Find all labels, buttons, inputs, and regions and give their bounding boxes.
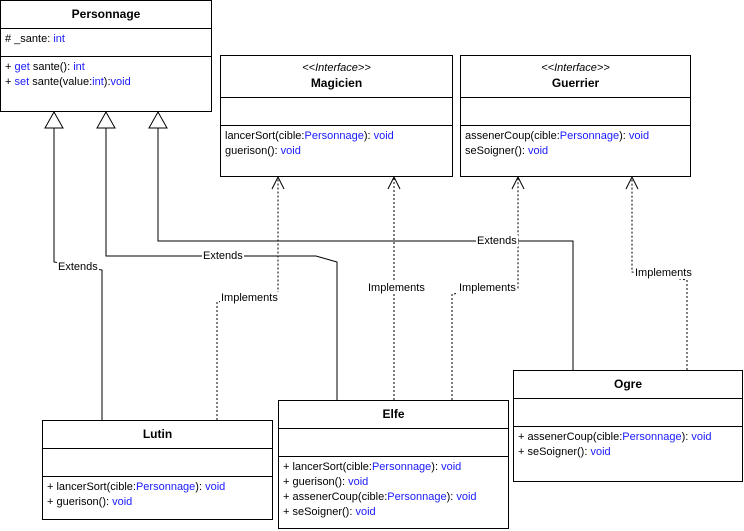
- class-ogre[interactable]: Ogre + assenerCoup(cible:Personnage): vo…: [513, 370, 743, 482]
- class-header: <<Interface>> Magicien: [221, 56, 452, 98]
- class-lutin[interactable]: Lutin + lancerSort(cible:Personnage): vo…: [42, 420, 273, 520]
- class-header: Personnage: [1, 1, 211, 29]
- method-row: + guerison(): void: [47, 496, 133, 508]
- extends-arrowhead-3: [148, 110, 168, 129]
- attributes-section: [221, 98, 452, 126]
- class-header: Lutin: [43, 421, 272, 449]
- methods-section: + lancerSort(cible:Personnage): void + g…: [279, 457, 508, 523]
- class-name: Ogre: [613, 377, 642, 391]
- method-row: + seSoigner(): void: [518, 446, 611, 458]
- method-row: + lancerSort(cible:Personnage): void: [283, 461, 462, 473]
- class-header: Elfe: [279, 401, 508, 429]
- method-row: guerison(): void: [225, 145, 301, 157]
- class-name: Magicien: [310, 76, 363, 90]
- extends-arrowhead-2: [96, 110, 116, 129]
- attributes-section: [279, 429, 508, 457]
- methods-section: + get sante(): int + set sante(value:int…: [1, 57, 211, 93]
- implements-label-elfe-guerrier: Implements: [458, 282, 517, 294]
- method-row: + get sante(): int: [5, 61, 85, 73]
- methods-section: + assenerCoup(cible:Personnage): void + …: [514, 427, 742, 463]
- method-row: + guerison(): void: [283, 476, 369, 488]
- attributes-section: [514, 399, 742, 427]
- method-row: + lancerSort(cible:Personnage): void: [47, 481, 226, 493]
- implements-label-lutin: Implements: [220, 292, 279, 304]
- method-row: + assenerCoup(cible:Personnage): void: [518, 431, 712, 443]
- attributes-section: [461, 98, 690, 126]
- class-personnage[interactable]: Personnage # _sante: int + get sante(): …: [0, 0, 212, 112]
- stereotype-label: <<Interface>>: [302, 62, 371, 74]
- extends-label-lutin: Extends: [57, 261, 99, 273]
- class-header: Ogre: [514, 371, 742, 399]
- extends-arrowhead-1: [44, 110, 64, 129]
- interface-guerrier[interactable]: <<Interface>> Guerrier assenerCoup(cible…: [460, 55, 691, 177]
- method-row: seSoigner(): void: [465, 145, 549, 157]
- implements-elfe-guerrier: [451, 178, 519, 400]
- class-header: <<Interface>> Guerrier: [461, 56, 690, 98]
- methods-section: + lancerSort(cible:Personnage): void + g…: [43, 477, 272, 513]
- extends-lutin-line: [53, 128, 103, 420]
- implements-arrowhead-3: [511, 175, 525, 190]
- class-name: Guerrier: [551, 76, 600, 90]
- methods-section: lancerSort(cible:Personnage): void gueri…: [221, 126, 452, 162]
- extends-ogre-line: [157, 128, 574, 370]
- interface-magicien[interactable]: <<Interface>> Magicien lancerSort(cible:…: [220, 55, 453, 177]
- method-row: assenerCoup(cible:Personnage): void: [465, 130, 650, 142]
- implements-label-elfe-magicien: Implements: [367, 282, 426, 294]
- method-row: + set sante(value:int):void: [5, 76, 131, 88]
- extends-elfe-line: [105, 128, 338, 400]
- method-row: + assenerCoup(cible:Personnage): void: [283, 491, 477, 503]
- attributes-section: [43, 449, 272, 477]
- implements-arrowhead-4: [625, 175, 639, 190]
- attribute-row: # _sante: int: [5, 33, 65, 45]
- class-name: Personnage: [71, 7, 141, 21]
- implements-arrowhead-1: [271, 175, 285, 190]
- extends-label-ogre: Extends: [476, 235, 518, 247]
- implements-label-ogre: Implements: [634, 267, 693, 279]
- attributes-section: # _sante: int: [1, 29, 211, 57]
- stereotype-label: <<Interface>>: [541, 62, 610, 74]
- methods-section: assenerCoup(cible:Personnage): void seSo…: [461, 126, 690, 162]
- class-name: Elfe: [382, 407, 405, 421]
- class-name: Lutin: [142, 427, 173, 441]
- implements-arrowhead-2: [387, 175, 401, 190]
- method-row: lancerSort(cible:Personnage): void: [225, 130, 394, 142]
- extends-label-elfe: Extends: [202, 250, 244, 262]
- method-row: + seSoigner(): void: [283, 506, 376, 518]
- class-elfe[interactable]: Elfe + lancerSort(cible:Personnage): voi…: [278, 400, 509, 529]
